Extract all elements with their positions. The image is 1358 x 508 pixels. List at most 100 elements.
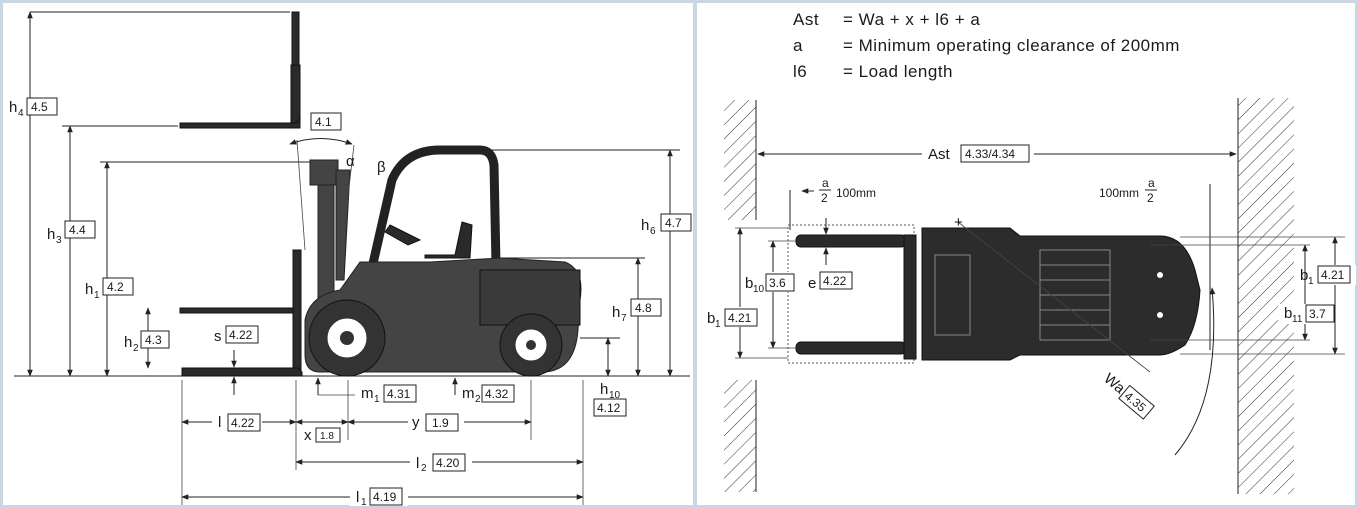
fork-right	[795, 341, 907, 355]
svg-text:1: 1	[374, 394, 380, 405]
raised-mast-inner	[290, 64, 301, 126]
svg-text:Ast: Ast	[793, 10, 819, 29]
svg-text:h: h	[641, 217, 649, 234]
svg-text:4.33/4.34: 4.33/4.34	[965, 147, 1015, 161]
svg-text:4.22: 4.22	[231, 416, 255, 430]
svg-text:4.8: 4.8	[635, 301, 652, 315]
y-label: y 1.9	[408, 412, 464, 432]
a-half-right-label: 100mm a 2	[1099, 176, 1157, 205]
h7-label: h 7 4.8	[612, 298, 662, 324]
svg-text:4.21: 4.21	[728, 311, 752, 325]
svg-text:4.32: 4.32	[485, 387, 509, 401]
e-label: e 4.22	[808, 271, 853, 292]
s-label: s 4.22	[214, 325, 259, 345]
m2-label: m 2 4.32	[462, 384, 515, 405]
svg-text:4.3: 4.3	[145, 333, 162, 347]
svg-text:3.6: 3.6	[769, 276, 786, 290]
svg-text:4.22: 4.22	[823, 274, 847, 288]
svg-text:4.20: 4.20	[436, 456, 460, 470]
svg-text:1.8: 1.8	[320, 431, 334, 442]
svg-text:= Minimum operating clearance: = Minimum operating clearance of 200mm	[843, 36, 1180, 55]
l2-label: l 2 4.20	[410, 452, 472, 474]
svg-text:l: l	[218, 414, 221, 431]
svg-text:4.22: 4.22	[229, 328, 253, 342]
svg-text:10: 10	[753, 284, 765, 295]
l1-label: l 1 4.19	[350, 486, 408, 508]
mast-top	[309, 159, 339, 186]
svg-text:4: 4	[18, 108, 24, 119]
b1-left-label: b 1 4.21	[704, 307, 760, 330]
svg-text:h: h	[47, 226, 55, 243]
svg-text:7: 7	[621, 313, 627, 324]
svg-text:l: l	[416, 455, 419, 472]
svg-text:4.21: 4.21	[1321, 268, 1345, 282]
svg-text:10: 10	[609, 390, 621, 401]
tilt-label: 4.1 α β	[310, 112, 386, 176]
svg-text:= Wa + x + l6 + a: = Wa + x + l6 + a	[843, 10, 980, 29]
svg-text:β: β	[377, 159, 386, 176]
h3-label: h 3 4.4	[47, 220, 96, 246]
svg-text:1: 1	[1308, 276, 1314, 287]
svg-text:+: +	[954, 214, 963, 231]
svg-text:b: b	[745, 275, 753, 292]
x-label: x 1.8	[302, 426, 344, 444]
svg-text:2: 2	[821, 191, 828, 205]
svg-text:4.12: 4.12	[597, 401, 621, 415]
svg-text:= Load length: = Load length	[843, 62, 953, 81]
svg-text:4.5: 4.5	[31, 100, 48, 114]
svg-text:2: 2	[133, 343, 139, 354]
a-half-left-label: a 2 100mm	[819, 176, 876, 205]
top-view: Ast = Wa + x + l6 + a a = Minimum operat…	[704, 10, 1356, 494]
fork-carriage	[903, 234, 917, 360]
left-wall-upper	[724, 100, 756, 220]
svg-text:b: b	[707, 310, 715, 327]
svg-text:a: a	[793, 36, 803, 55]
b11-label: b 11 3.7	[1278, 304, 1335, 325]
m1-label: m 1 4.31	[361, 384, 417, 405]
lowered-fork	[181, 367, 303, 377]
h1-label: h 1 4.2	[85, 277, 134, 301]
svg-text:2: 2	[475, 394, 481, 405]
ast-label: Ast 4.33/4.34	[922, 142, 1034, 164]
svg-text:11: 11	[1292, 314, 1303, 325]
svg-text:h: h	[612, 304, 620, 321]
svg-text:4.2: 4.2	[107, 280, 124, 294]
b10-label: b 10 3.6	[742, 272, 796, 295]
left-wall-lower	[724, 380, 756, 492]
svg-text:h: h	[9, 99, 17, 116]
l-label: l 4.22	[212, 412, 262, 432]
right-wall	[1238, 98, 1294, 494]
overhead-guard	[367, 145, 501, 269]
svg-text:6: 6	[650, 226, 656, 237]
svg-text:4.7: 4.7	[665, 216, 682, 230]
svg-text:1: 1	[715, 319, 721, 330]
svg-text:1: 1	[361, 497, 367, 508]
h6-label: h 6 4.7	[641, 213, 692, 237]
svg-text:2: 2	[421, 463, 427, 474]
lowered-fork-upright	[292, 249, 302, 376]
side-view: h 4 4.5 h 3 4.4 h 1 4.2 h 2 4.3	[9, 11, 692, 508]
svg-text:m: m	[361, 385, 374, 402]
svg-text:y: y	[412, 414, 420, 431]
svg-text:h: h	[124, 334, 132, 351]
svg-text:a: a	[822, 176, 829, 190]
tilt-cylinder	[335, 169, 351, 281]
svg-text:4.19: 4.19	[373, 490, 397, 504]
fork-left	[795, 234, 907, 248]
svg-text:4.4: 4.4	[69, 223, 86, 237]
svg-text:x: x	[304, 427, 312, 444]
svg-text:h: h	[600, 381, 608, 398]
seat	[424, 221, 473, 259]
svg-text:l6: l6	[793, 62, 807, 81]
h2-label: h 2 4.3	[124, 330, 170, 354]
b1-right-label: b 1 4.21	[1298, 265, 1356, 287]
steering-wheel	[384, 224, 422, 246]
svg-text:b: b	[1284, 305, 1292, 322]
svg-text:m: m	[462, 385, 475, 402]
svg-text:100mm: 100mm	[836, 186, 876, 200]
svg-text:2: 2	[1147, 191, 1154, 205]
h4-label: h 4 4.5	[9, 97, 58, 119]
svg-text:Ast: Ast	[928, 146, 951, 163]
svg-text:h: h	[85, 281, 93, 298]
